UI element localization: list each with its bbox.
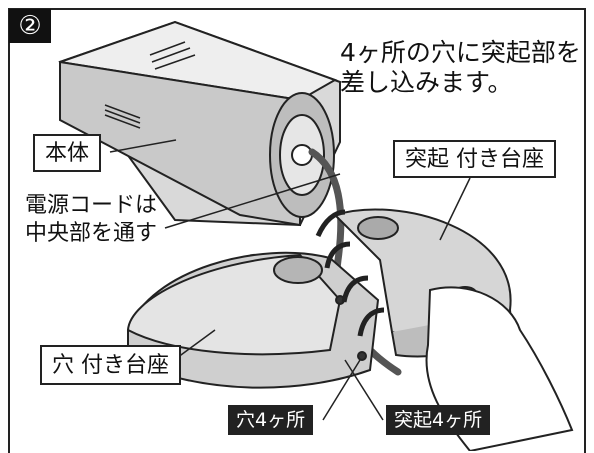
label-main-unit: 本体 <box>33 134 102 172</box>
figure-frame <box>8 8 586 453</box>
label-hole-base: 穴 付き台座 <box>40 345 181 385</box>
step-number-badge: ② <box>9 9 51 43</box>
hole-base-drawing <box>126 251 380 389</box>
main-unit-drawing <box>58 20 341 227</box>
instruction-line-1: 4ヶ所の穴に突起部を <box>340 38 581 67</box>
label-power-cord: 電源コードは 中央部を通す <box>25 192 157 248</box>
label-power-cord-line-2: 中央部を通す <box>25 221 158 246</box>
label-four-holes: 穴4ヶ所 <box>228 405 314 435</box>
label-protrusion-base: 突起 付き台座 <box>393 140 556 178</box>
label-power-cord-line-1: 電源コードは <box>25 193 158 218</box>
leader-lines <box>109 139 471 421</box>
insertion-arrows <box>315 209 385 337</box>
instruction-text: 4ヶ所の穴に突起部を 差し込みます。 <box>340 38 581 98</box>
label-four-protrusions: 突起4ヶ所 <box>386 405 491 435</box>
instruction-line-2: 差し込みます。 <box>340 68 513 97</box>
